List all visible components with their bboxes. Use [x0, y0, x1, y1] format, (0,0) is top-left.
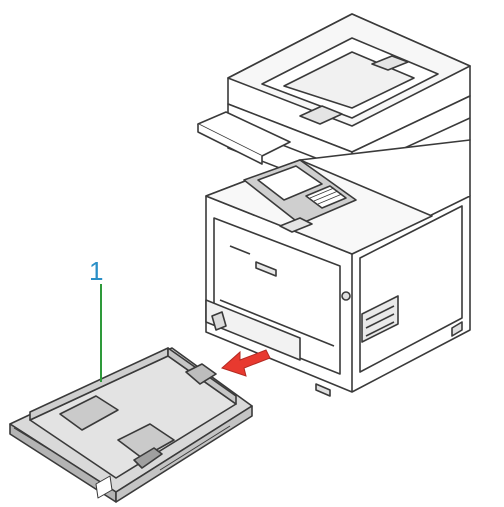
output-extension [197, 111, 291, 157]
tray-slot [205, 299, 301, 361]
touch-screen [257, 165, 323, 201]
tray-handle [133, 447, 163, 469]
side-vent [361, 295, 399, 343]
front-handle [255, 261, 277, 277]
length-guide [185, 363, 217, 385]
adf-guide [371, 55, 409, 71]
arrow-left-icon [221, 349, 271, 377]
multifunction-printer-icon [197, 13, 471, 397]
power-button [341, 291, 351, 301]
callout-number-1: 1 [89, 256, 104, 286]
paper-tray-icon [9, 347, 253, 503]
paper-guide [59, 395, 119, 431]
